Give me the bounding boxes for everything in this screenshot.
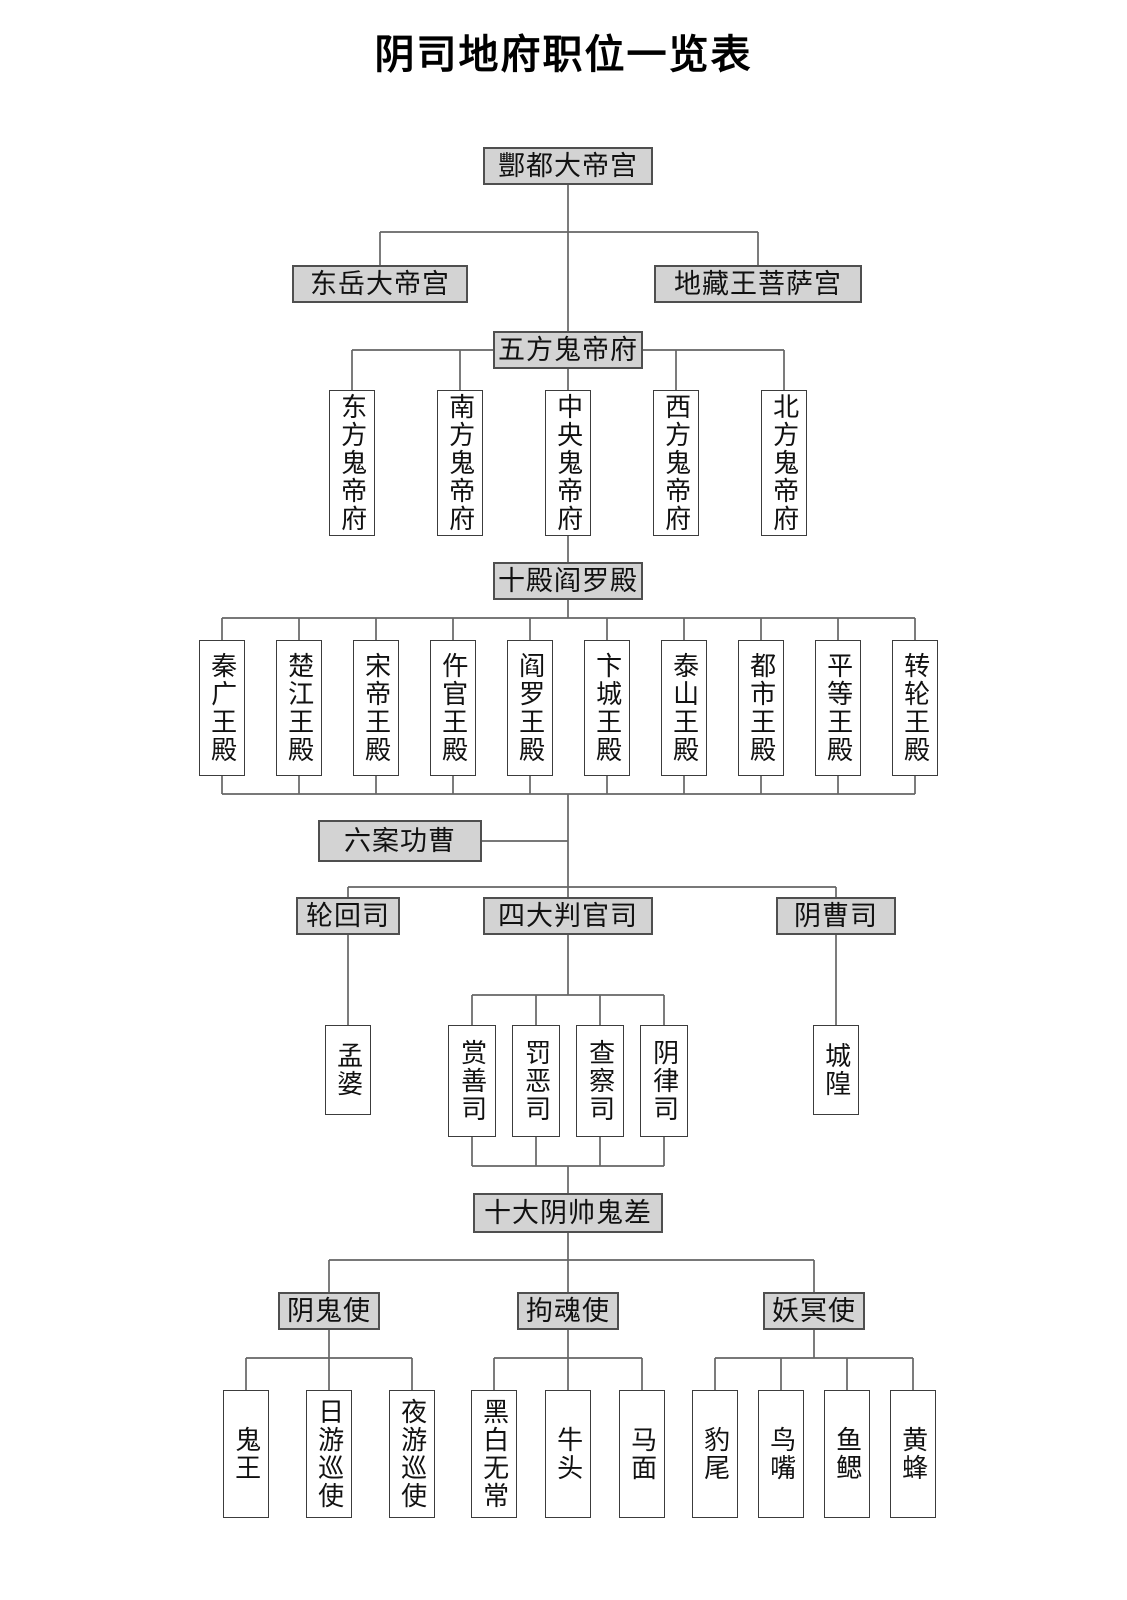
- node-guiwang: 鬼王: [223, 1390, 269, 1518]
- node-south-guidi: 南方鬼帝府: [437, 390, 483, 536]
- node-yincao-si: 阴曹司: [776, 897, 896, 935]
- page-title: 阴司地府职位一览表: [374, 33, 753, 77]
- node-wufang-guidi-fu: 五方鬼帝府: [493, 331, 643, 369]
- node-taishan-hall: 泰山王殿: [661, 640, 707, 776]
- node-dushi-hall: 都市王殿: [738, 640, 784, 776]
- node-lunhui-si: 轮回司: [296, 897, 400, 935]
- node-west-guidi: 西方鬼帝府: [653, 390, 699, 536]
- node-huangfeng: 黄蜂: [890, 1390, 936, 1518]
- node-yaoming-shi: 妖冥使: [763, 1292, 865, 1330]
- node-songdi-hall: 宋帝王殿: [353, 640, 399, 776]
- node-yinlv-si: 阴律司: [640, 1025, 688, 1137]
- node-wuguan-hall: 仵官王殿: [430, 640, 476, 776]
- node-liuan-gongcao: 六案功曹: [318, 820, 482, 862]
- node-shangshan-si: 赏善司: [448, 1025, 496, 1137]
- node-dongyue-palace: 东岳大帝宫: [292, 265, 468, 303]
- node-qinguang-hall: 秦广王殿: [199, 640, 245, 776]
- node-baowei: 豹尾: [692, 1390, 738, 1518]
- node-dizang-palace: 地藏王菩萨宫: [654, 265, 862, 303]
- node-zhuanlun-hall: 转轮王殿: [892, 640, 938, 776]
- node-north-guidi: 北方鬼帝府: [761, 390, 807, 536]
- node-niutou: 牛头: [545, 1390, 591, 1518]
- node-pingdeng-hall: 平等王殿: [815, 640, 861, 776]
- node-ten-yama-halls: 十殿阎罗殿: [493, 562, 643, 600]
- node-niaozui: 鸟嘴: [758, 1390, 804, 1518]
- node-chenghuang: 城隍: [813, 1025, 859, 1115]
- node-biancheng-hall: 卞城王殿: [584, 640, 630, 776]
- node-four-judges-si: 四大判官司: [483, 897, 653, 935]
- node-central-guidi: 中央鬼帝府: [545, 390, 591, 536]
- node-yingui-shi: 阴鬼使: [278, 1292, 380, 1330]
- node-fae-si: 罚恶司: [512, 1025, 560, 1137]
- node-yanluo-hall: 阎罗王殿: [507, 640, 553, 776]
- node-ten-yin-marshals: 十大阴帅鬼差: [473, 1193, 663, 1233]
- node-chujiang-hall: 楚江王殿: [276, 640, 322, 776]
- node-mamian: 马面: [619, 1390, 665, 1518]
- node-east-guidi: 东方鬼帝府: [329, 390, 375, 536]
- node-fengdu-palace: 酆都大帝宫: [483, 147, 653, 185]
- node-yusai: 鱼鳃: [824, 1390, 870, 1518]
- node-mengpo: 孟婆: [325, 1025, 371, 1115]
- node-chacha-si: 查察司: [576, 1025, 624, 1137]
- node-yeyou-xunshi: 夜游巡使: [389, 1390, 435, 1518]
- node-heibai-wuchang: 黑白无常: [471, 1390, 517, 1518]
- node-riyou-xunshi: 日游巡使: [306, 1390, 352, 1518]
- node-juhun-shi: 拘魂使: [517, 1292, 619, 1330]
